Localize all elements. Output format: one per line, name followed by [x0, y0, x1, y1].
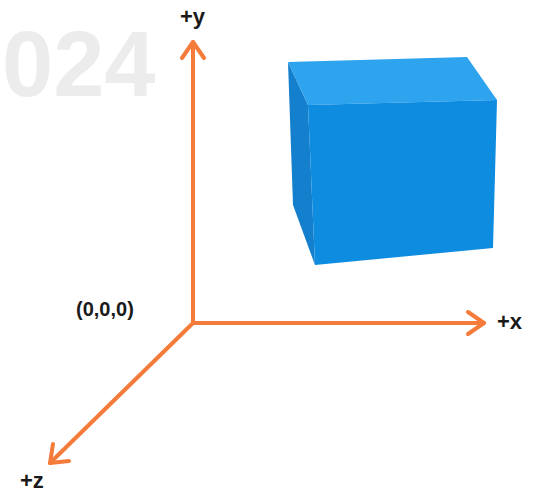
- z-axis: [50, 323, 193, 463]
- origin-label: (0,0,0): [76, 298, 134, 321]
- x-arrowhead: [468, 312, 484, 334]
- cube-front-face: [308, 100, 497, 265]
- axis-label: +z: [20, 468, 44, 494]
- x-axis: [193, 321, 484, 325]
- z-arrowhead: [50, 444, 69, 463]
- watermark: 024: [2, 12, 156, 117]
- cube-top-face: [288, 57, 497, 105]
- y-axis: [191, 42, 195, 323]
- cube: [288, 57, 497, 265]
- axis-label: +y: [180, 4, 205, 30]
- axis-label: +x: [497, 309, 522, 335]
- y-arrowhead: [182, 42, 204, 58]
